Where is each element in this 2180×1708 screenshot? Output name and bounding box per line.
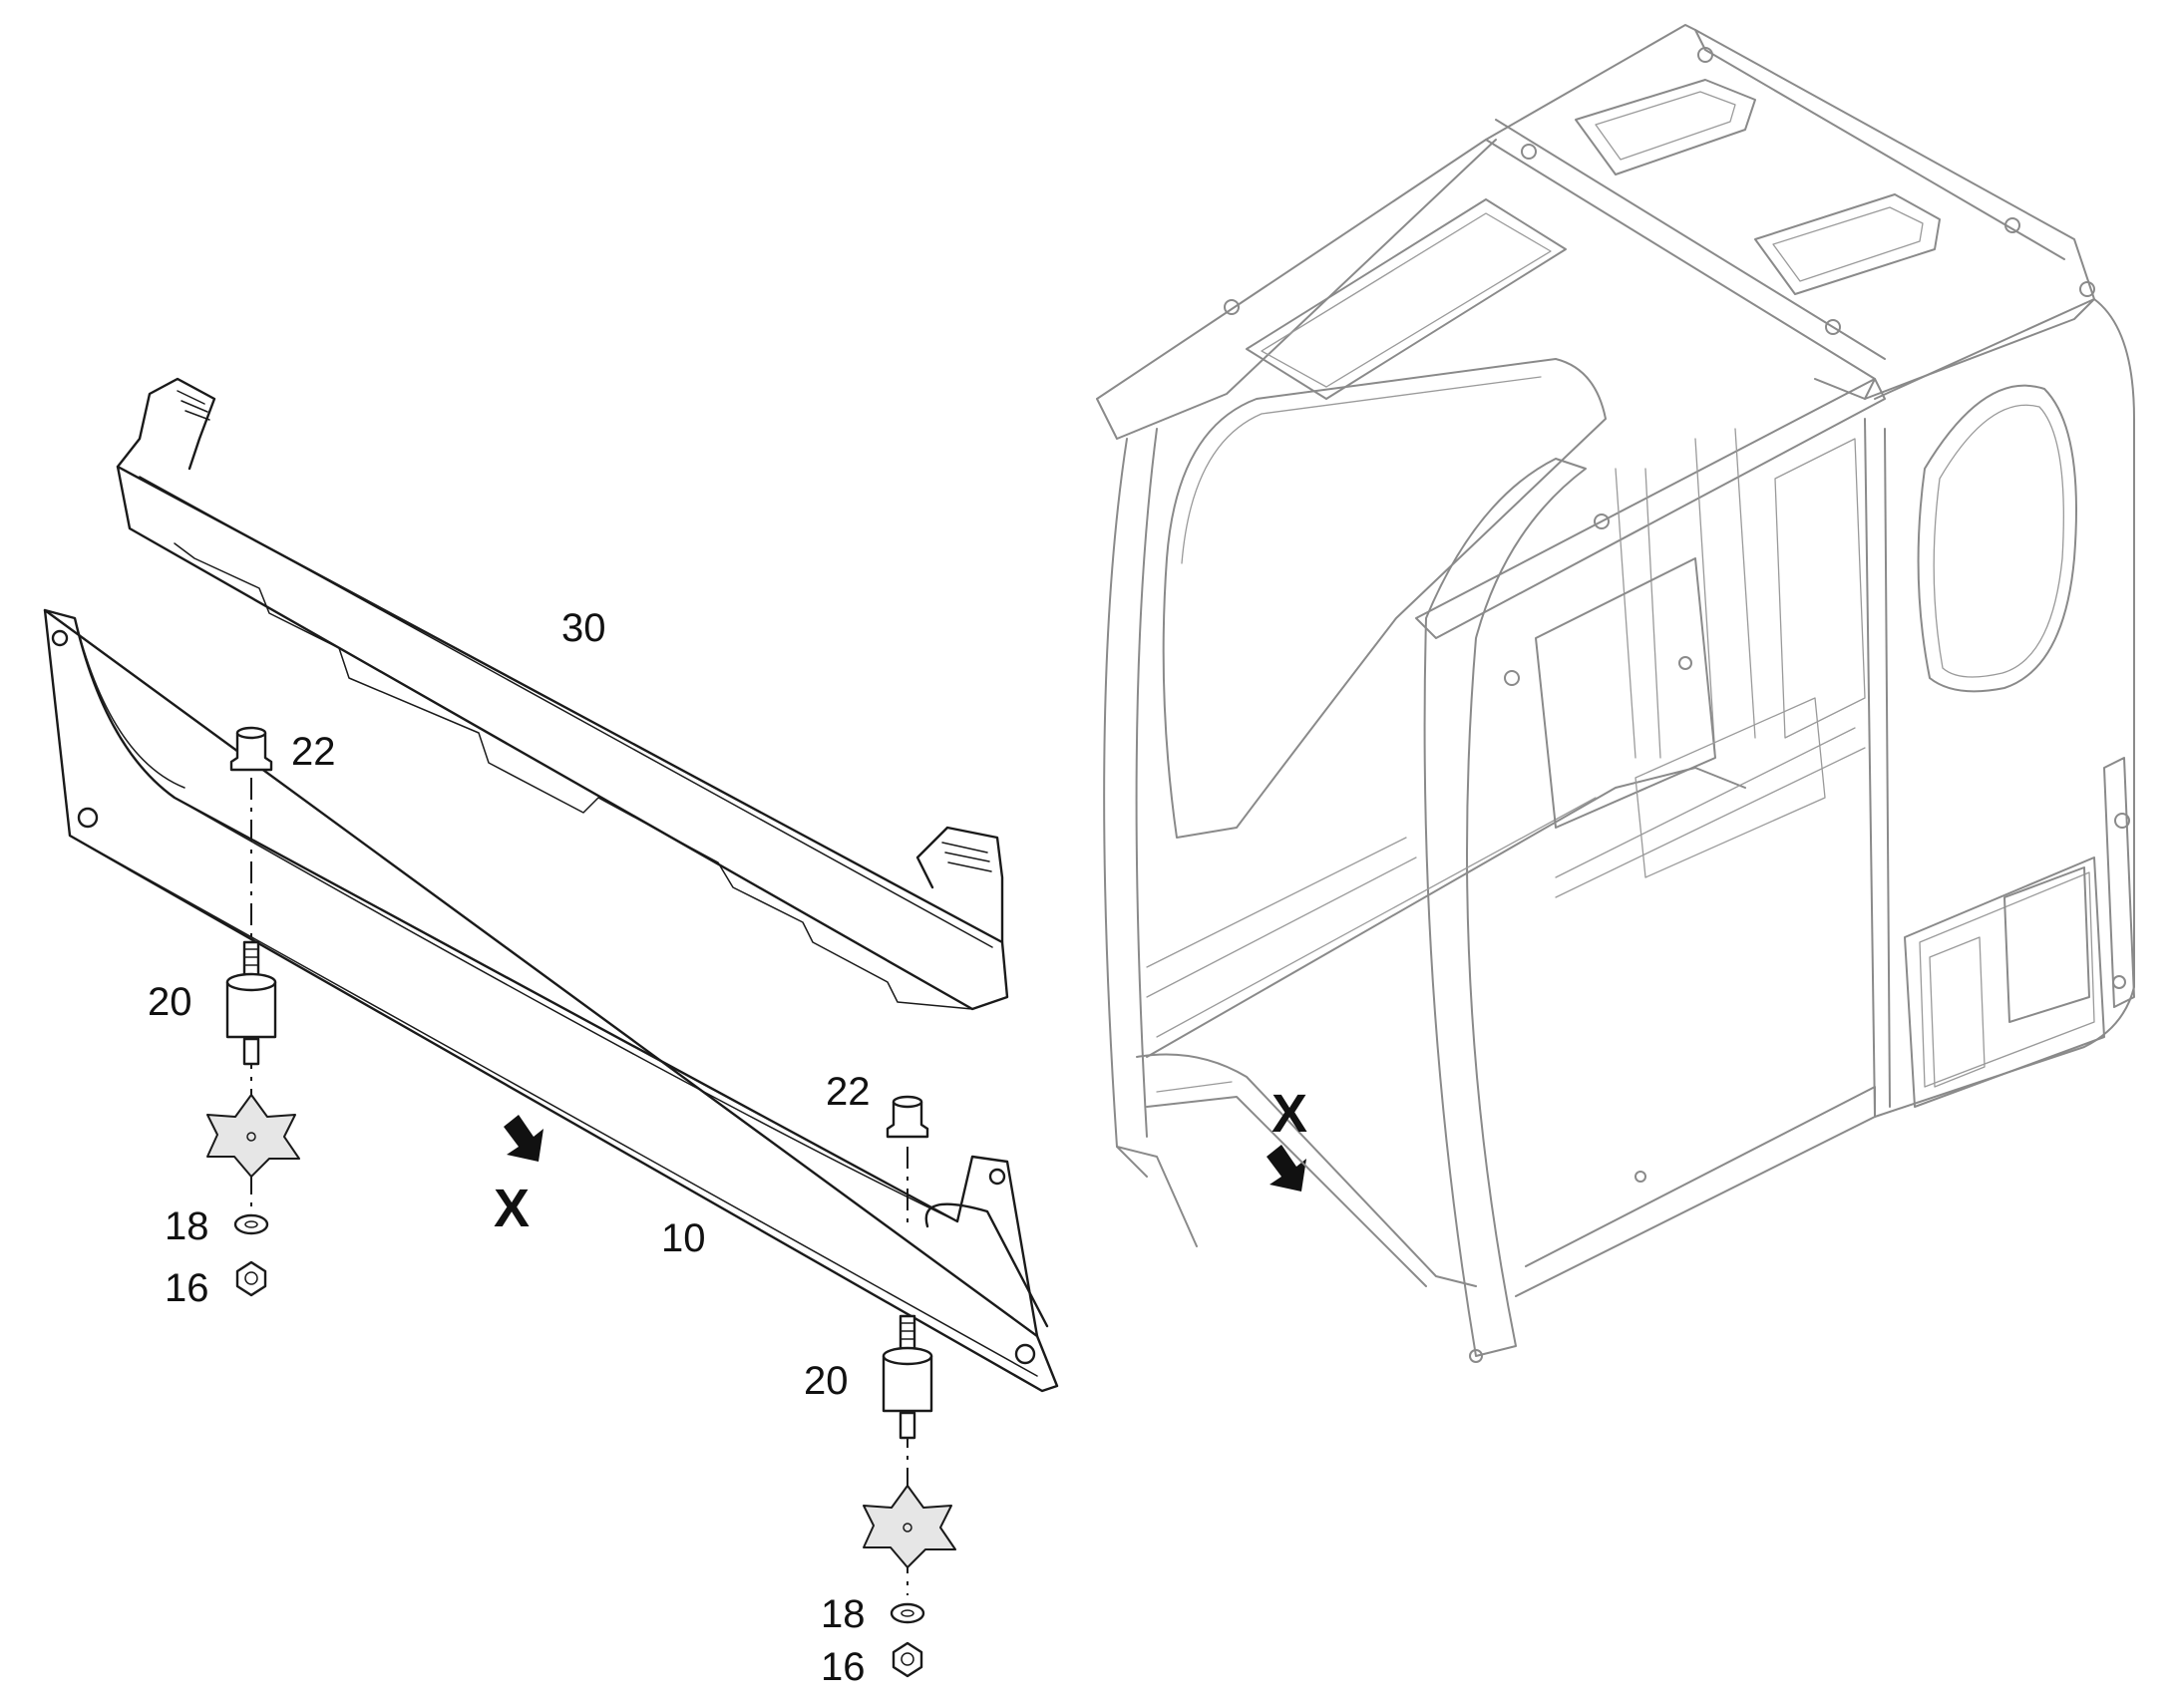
arrow-down-right-icon [1267,1145,1306,1192]
label-part-16-right: 16 [821,1645,866,1689]
part-10-step-plate [43,608,1059,1393]
label-part-22-lower: 22 [826,1070,871,1114]
hex-nut-icon [235,1260,267,1297]
washer-icon [890,1602,925,1624]
label-part-18-left: 18 [165,1204,209,1248]
grommet-22-left [229,726,273,772]
mount-20-left [225,940,277,1066]
washer-icon [233,1213,269,1235]
label-part-10: 10 [661,1216,706,1260]
mount-20-right [882,1314,933,1440]
label-part-30: 30 [561,606,606,650]
right-fastener-stack [863,1095,956,1678]
star-bracket-icon [206,1094,300,1178]
label-part-20-right: 20 [804,1359,849,1403]
star-bracket-icon [863,1485,956,1568]
operator-cab-illustration [1096,24,2135,1363]
label-part-20-left: 20 [148,980,192,1024]
label-part-22-upper: 22 [291,730,336,774]
callout-labels: 30 22 22 20 20 18 18 16 16 10 X X [148,606,1307,1689]
label-view-x-detail: X [494,1179,530,1238]
part-30-rail [116,377,1009,1011]
arrow-down-right-icon [504,1115,544,1162]
label-part-16-left: 16 [165,1266,209,1310]
left-fastener-stack [206,726,300,1297]
hex-nut-icon [892,1641,923,1678]
label-part-18-right: 18 [821,1592,866,1636]
grommet-22-right [886,1095,929,1139]
label-view-x-cab: X [1272,1084,1307,1144]
